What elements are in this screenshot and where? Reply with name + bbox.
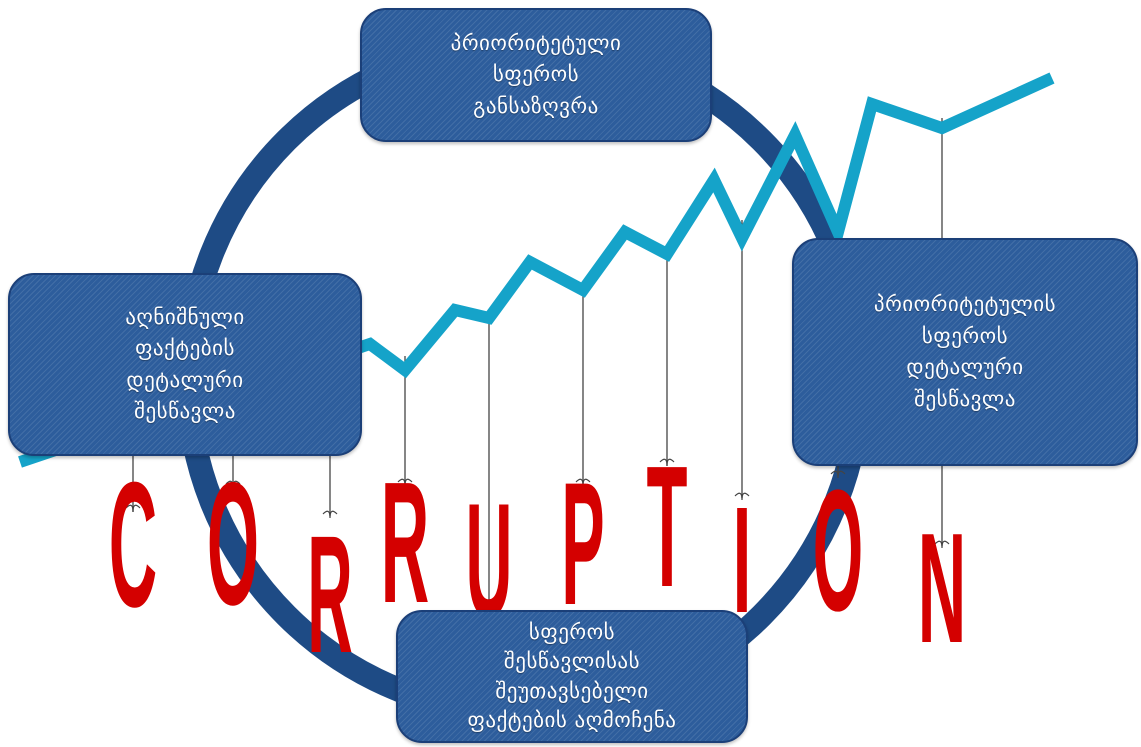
step-text-line: აღნიშნული — [125, 304, 245, 329]
step-text-line: სფეროს — [921, 323, 1009, 348]
letter: T — [647, 429, 688, 623]
step-text-line: სფეროს — [492, 62, 580, 87]
letter: R — [381, 445, 429, 639]
letter: C — [109, 444, 157, 644]
letter: O — [813, 454, 863, 647]
step-text-line: პრიორიტეტული — [450, 30, 622, 55]
step-text-line: შეუთავსებელი — [495, 678, 649, 703]
letter: R — [307, 501, 352, 688]
step-text-line: შესწავლა — [914, 386, 1016, 411]
letter: N — [918, 500, 966, 676]
letter: O — [207, 447, 259, 642]
step-text-line: ფაქტების — [135, 336, 235, 360]
step-text-line: სფეროს — [528, 619, 616, 644]
string-knots — [125, 458, 950, 549]
step-box-detailed-study-priority: პრიორიტეტულის სფეროს დეტალური შესწავლა — [792, 238, 1138, 466]
corruption-letters: C O R R U P T I O N — [109, 429, 966, 688]
step-box-incompatible-facts: სფეროს შესწავლისას შეუთავსებელი ფაქტების… — [396, 610, 748, 743]
step-text-line: დეტალური — [906, 355, 1024, 379]
letter: I — [733, 475, 752, 644]
step-box-priority-definition: პრიორიტეტული სფეროს განსაზღვრა — [360, 8, 712, 142]
step-text-line: შესწავლისას — [503, 649, 641, 674]
step-text-line: განსაზღვრა — [473, 93, 599, 118]
trend-line — [18, 72, 1055, 468]
step-text-line: პრიორიტეტულის — [873, 292, 1057, 316]
step-text-line: შესწავლა — [134, 399, 236, 423]
step-text-line: ფაქტების აღმოჩენა — [467, 707, 677, 732]
letter: P — [561, 446, 604, 641]
step-text-line: დეტალური — [126, 367, 244, 392]
step-box-detailed-study-facts: აღნიშნული ფაქტების დეტალური შესწავლა — [8, 273, 362, 456]
